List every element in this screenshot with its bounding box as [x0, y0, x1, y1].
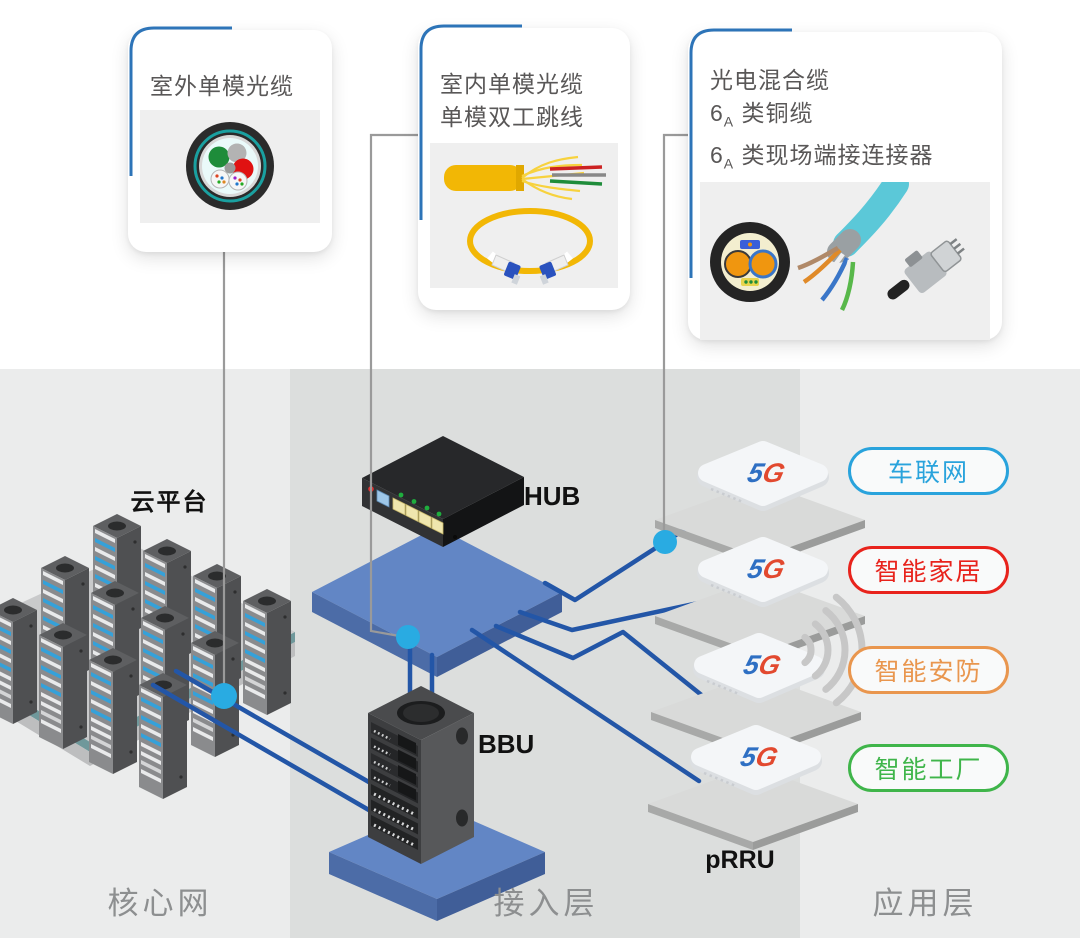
bbu-label: BBU — [478, 729, 535, 759]
zone-label-access-layer: 接入层 — [493, 886, 599, 921]
connection-dot-3 — [653, 530, 677, 554]
card3-title-line2: 6A 类铜缆 — [710, 100, 814, 130]
app-pill-iov: 车联网 — [848, 447, 1009, 495]
card2-title-line1: 室内单模光缆 — [440, 71, 584, 97]
callout-connectors — [222, 133, 688, 690]
prru-unit-4 — [648, 734, 858, 850]
outdoor-fiber-cross-section-image — [140, 110, 320, 223]
app-pill-label: 智能家居 — [874, 558, 983, 586]
link-hub-prru3 — [493, 623, 707, 700]
app-pill-label: 智能安防 — [874, 658, 983, 686]
patch-cord-image — [430, 143, 618, 288]
fiber-links — [150, 510, 713, 816]
app-pill-label: 车联网 — [887, 459, 969, 487]
hub-device — [362, 436, 524, 547]
app-pill-smart-security: 智能安防 — [848, 646, 1009, 694]
card3-title-line3: 6A 类现场端接连接器 — [710, 141, 934, 172]
app-pill-smart-factory: 智能工厂 — [848, 744, 1009, 792]
connection-dot-1 — [211, 683, 237, 709]
hub-platform — [312, 527, 562, 677]
connection-dot-2 — [396, 625, 420, 649]
card3-title-line1: 光电混合缆 — [710, 67, 830, 93]
server-rack-cluster — [0, 514, 291, 799]
connector-card3 — [662, 133, 688, 536]
link-hub-prru4 — [469, 627, 702, 784]
link-cloud-bbu-2 — [150, 682, 377, 816]
zone-label-application-layer: 应用层 — [872, 886, 978, 921]
cloud-platform-label: 云平台 — [130, 489, 209, 516]
zone-label-core-network: 核心网 — [107, 886, 213, 921]
link-cloud-bbu-1 — [173, 668, 377, 788]
prru-label: pRRU — [705, 846, 775, 874]
hub-label: HUB — [524, 481, 581, 511]
connector-card2 — [369, 133, 418, 639]
card-hybrid-cable: 光电混合缆 6A 类铜缆 6A 类现场端接连接器 — [688, 28, 1002, 340]
card-outdoor-fiber: 室外单模光缆 — [128, 26, 332, 252]
card2-title-line2: 单模双工跳线 — [440, 104, 584, 130]
app-pill-smart-home: 智能家居 — [848, 546, 1009, 594]
card-indoor-fiber: 室内单模光缆 单模双工跳线 — [418, 24, 630, 310]
app-pill-label: 智能工厂 — [874, 756, 983, 784]
card1-title: 室外单模光缆 — [150, 73, 294, 99]
link-hub-prru2 — [517, 598, 711, 633]
bbu-device — [368, 686, 474, 864]
copper-cable-image — [700, 171, 990, 340]
